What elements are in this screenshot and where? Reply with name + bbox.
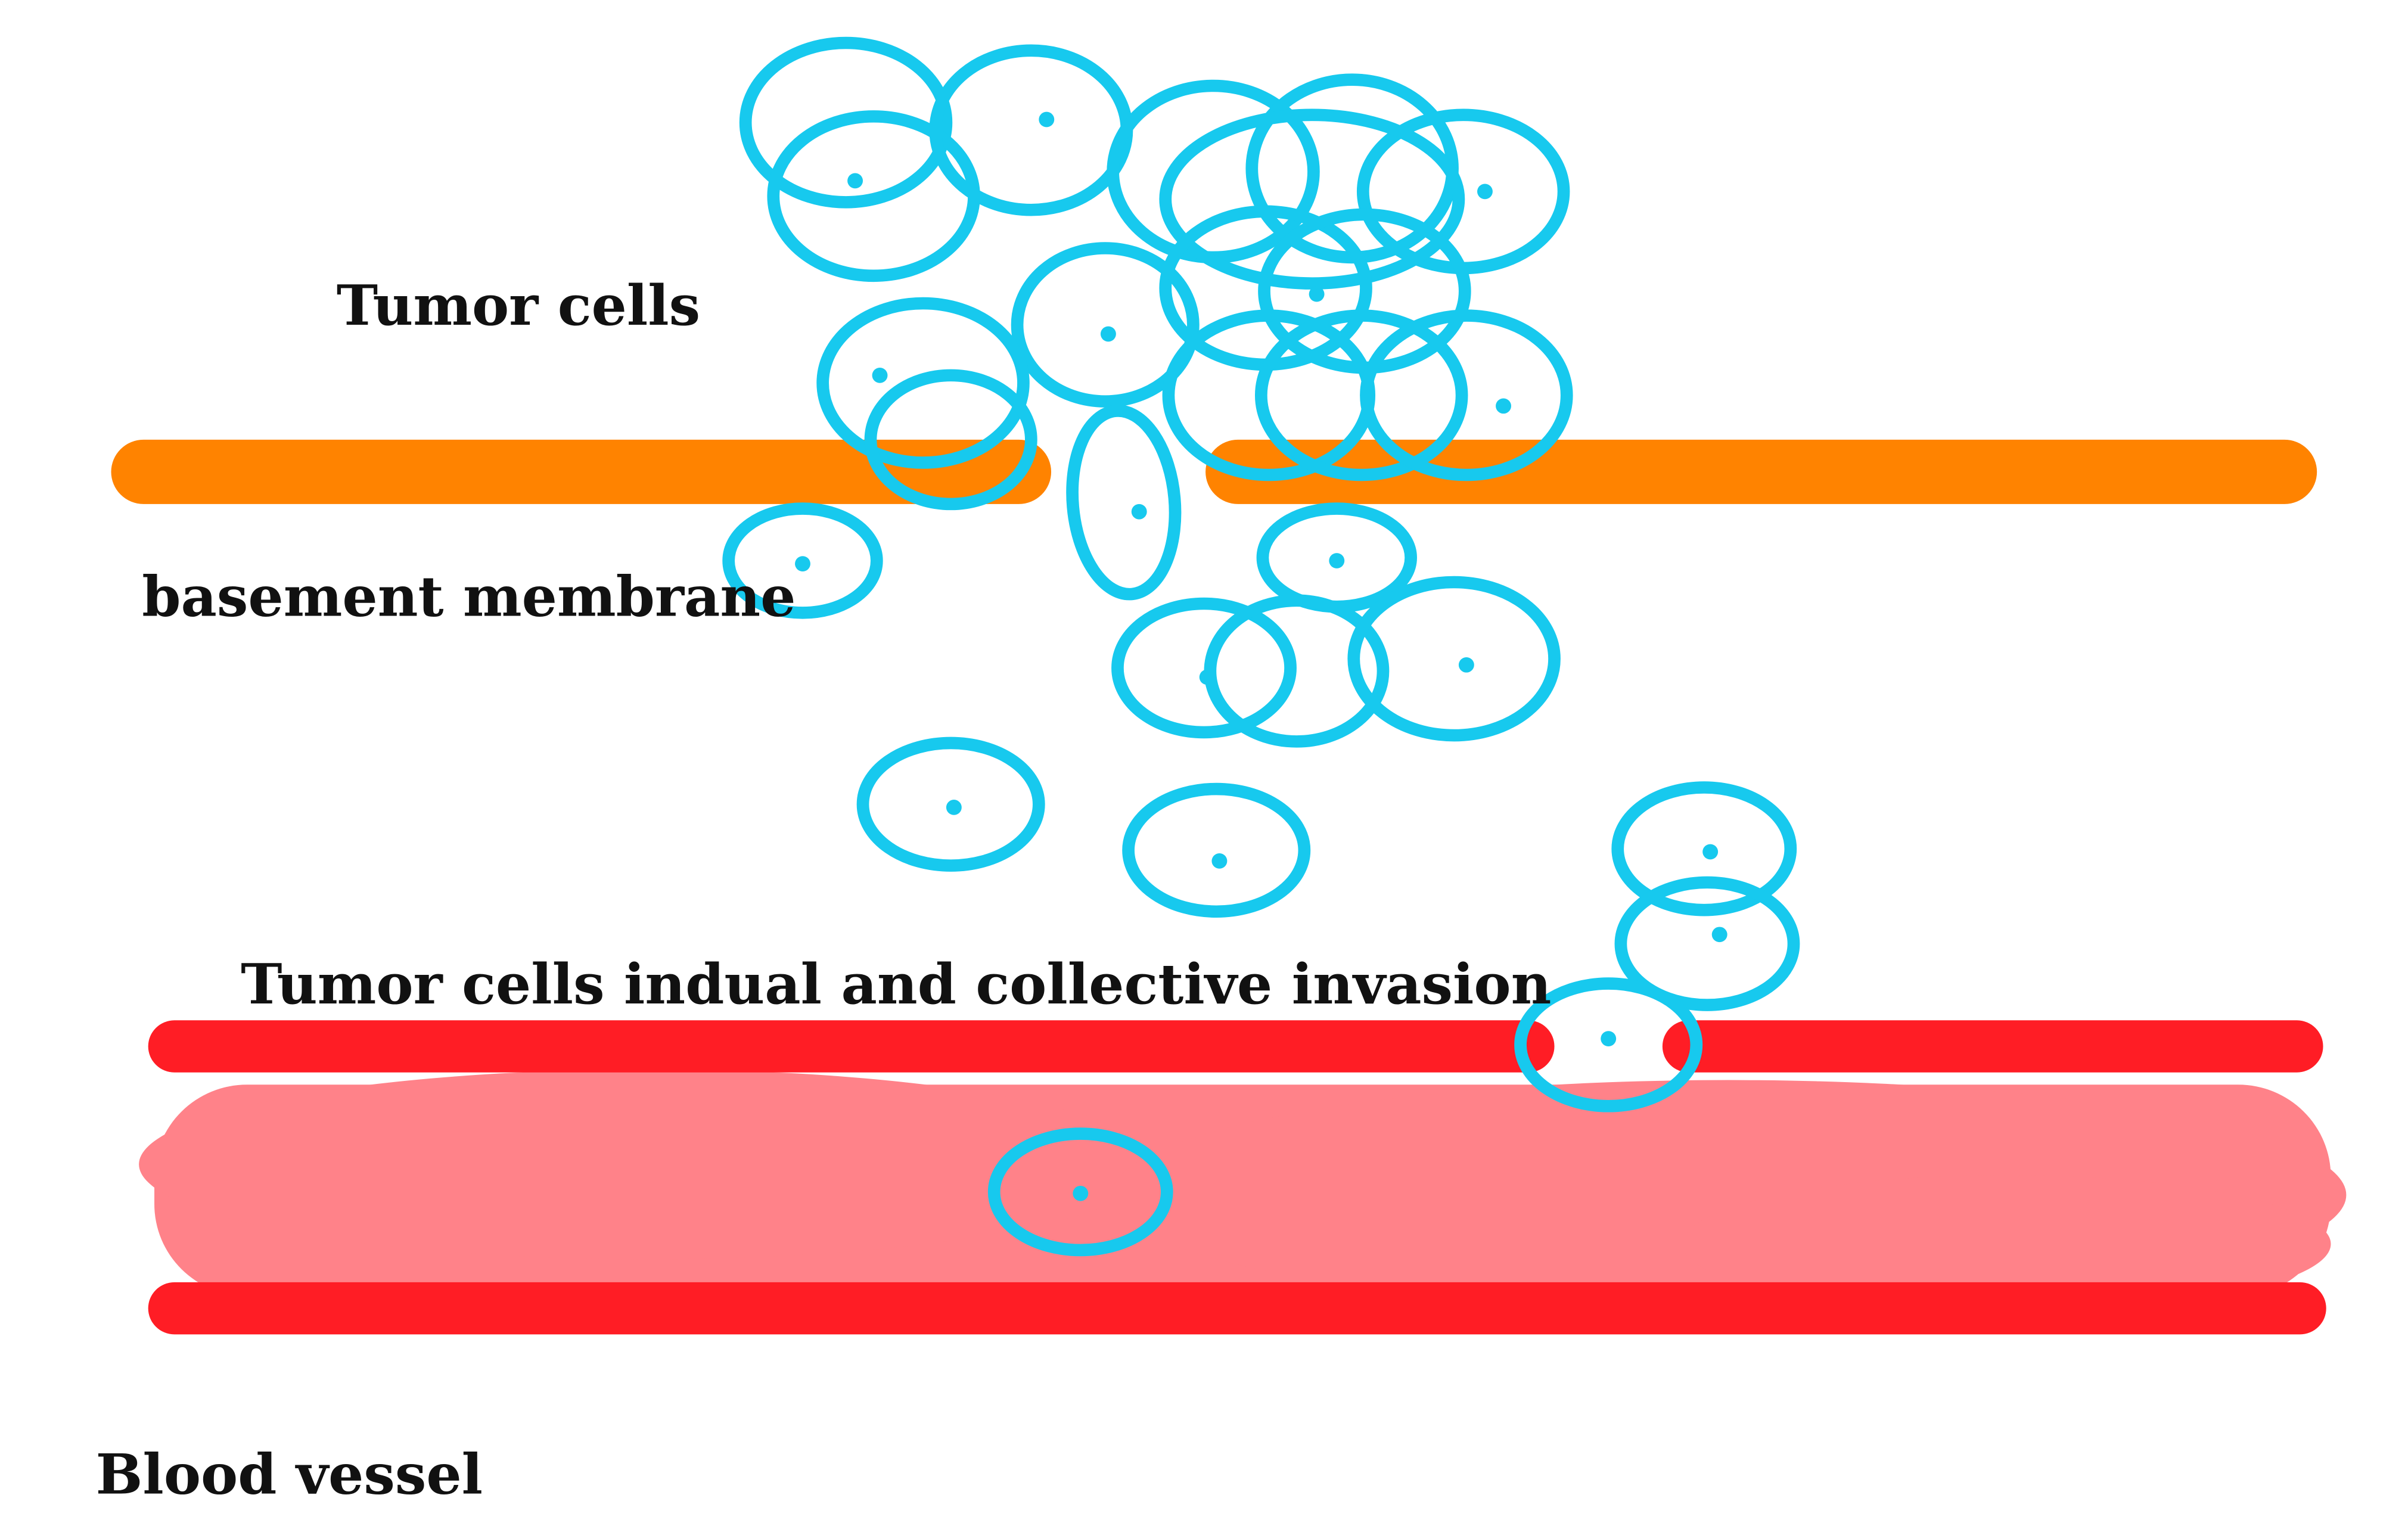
label-basement-membrane: basement membrane [142, 564, 796, 629]
tumor-cell-nucleus [1702, 844, 1719, 860]
tumor-cell-nucleus [847, 173, 863, 189]
label-tumor-cells: Tumor cells [337, 273, 700, 338]
tumor-cell [929, 44, 1133, 216]
tumor-cell [1066, 405, 1182, 601]
blood-lumen [139, 1069, 2347, 1313]
tumor-cell-nucleus [1458, 657, 1474, 673]
tumor-cell [1254, 309, 1468, 481]
tumor-cell [987, 1127, 1173, 1257]
tumor-cell [1347, 576, 1561, 742]
tumor-cell [1011, 242, 1200, 408]
tumor-cell-nucleus [1309, 286, 1325, 302]
tumor-cell [1611, 781, 1797, 916]
tumor-cell [816, 297, 1030, 469]
tumor-cell [1614, 876, 1800, 1011]
tumor-cell [1122, 782, 1311, 918]
tumor-cell-nucleus [1477, 184, 1493, 200]
tumor-cell-nucleus [946, 800, 962, 815]
tumor-cell-nucleus [1073, 1185, 1089, 1201]
label-invasion: Tumor cells indual and collective invasi… [241, 952, 1551, 1017]
label-blood-vessel: Blood vessel [96, 1442, 483, 1507]
tumor-cell [722, 502, 883, 619]
tumor-cell [856, 737, 1045, 872]
tumor-cell [864, 369, 1037, 511]
tumor-cell-nucleus [1131, 504, 1147, 520]
tumor-cell-nucleus [1711, 927, 1727, 943]
tumor-cell [739, 36, 953, 209]
tumor-cells [722, 36, 1800, 1257]
tumor-cell [1159, 108, 1465, 290]
tumor-cell [1111, 597, 1297, 739]
tumor-cell [1204, 594, 1390, 748]
tumor-cell-nucleus [1100, 326, 1116, 342]
blood-lumen-blob [139, 1069, 1158, 1260]
blood-vessel-wall [148, 1020, 2326, 1335]
tumor-cell-nucleus [872, 368, 888, 383]
tumor-cell-nucleus [1329, 553, 1345, 568]
tumor-cell-nucleus [1601, 1031, 1617, 1046]
tumor-cell-nucleus [1496, 398, 1511, 414]
tumor-cell-nucleus [795, 556, 810, 571]
blood-lumen-blob [1682, 1174, 2331, 1313]
tumor-cell-nucleus [1211, 853, 1228, 869]
tumor-cell [1360, 309, 1573, 481]
tumor-cell [1514, 977, 1703, 1113]
tumor-cell-nucleus [1039, 111, 1055, 128]
